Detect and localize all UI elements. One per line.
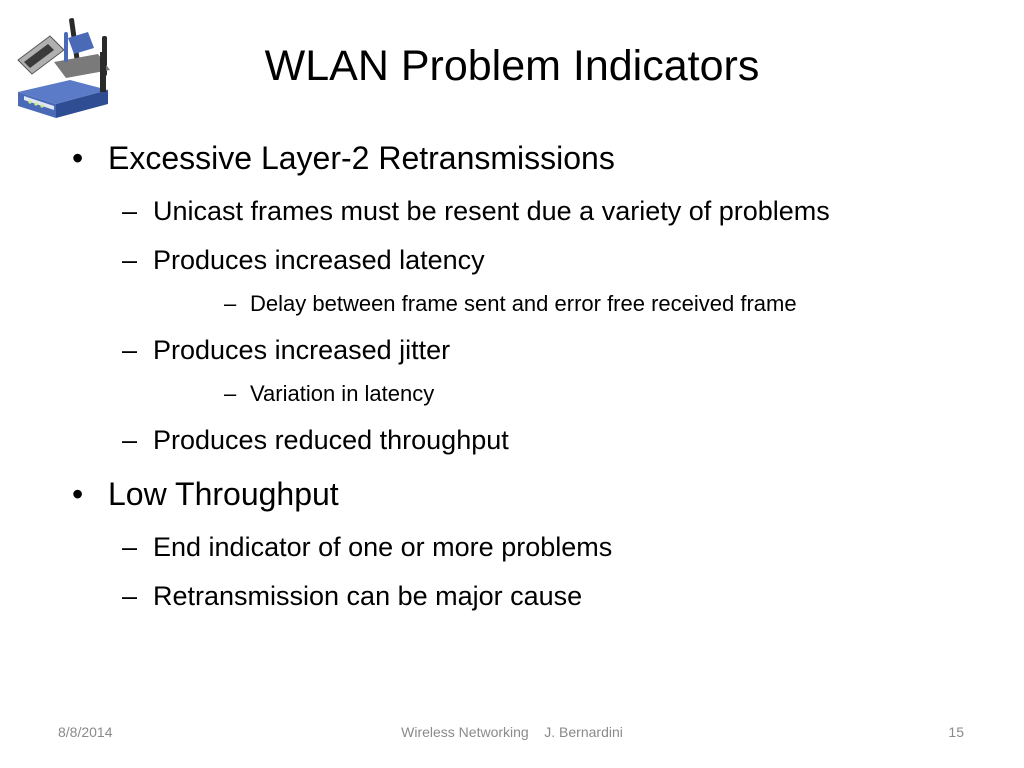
bullet-text: Produces increased jitter <box>153 335 451 365</box>
bullet-text: Produces increased latency <box>153 245 485 275</box>
footer-center: Wireless Networking J. Bernardini <box>401 724 623 740</box>
bullet-text: Delay between frame sent and error free … <box>250 291 797 316</box>
bullet-text: Retransmission can be major cause <box>153 581 583 611</box>
bullet-marker: • <box>72 476 84 512</box>
bullet-text: Produces reduced throughput <box>153 425 509 455</box>
dash-marker: – <box>122 532 138 562</box>
dash-marker: – <box>122 196 138 226</box>
bullet-text: Low Throughput <box>108 476 339 512</box>
dash-marker: – <box>122 581 138 611</box>
dash-marker: – <box>224 291 237 316</box>
dash-marker: – <box>122 245 138 275</box>
bullet-text: Unicast frames must be resent due a vari… <box>153 196 830 226</box>
bullet-text: End indicator of one or more problems <box>153 532 613 562</box>
dash-marker: – <box>224 381 237 406</box>
bullet-list: • Excessive Layer-2 Retransmissions – Un… <box>72 140 830 611</box>
bullet-text: Excessive Layer-2 Retransmissions <box>108 140 615 176</box>
dash-marker: – <box>122 425 138 455</box>
bullet-marker: • <box>72 140 84 176</box>
bullet-text: Variation in latency <box>250 381 435 406</box>
slide-title: WLAN Problem Indicators <box>264 42 760 90</box>
footer-date: 8/8/2014 <box>58 724 113 740</box>
wireless-router-icon <box>17 18 110 118</box>
dash-marker: – <box>122 335 138 365</box>
slide-number: 15 <box>948 724 964 740</box>
